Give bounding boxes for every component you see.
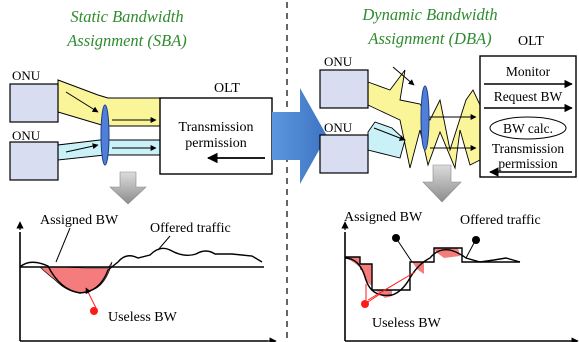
dba-assigned-marker [392,234,400,242]
dba-down-arrow [422,164,462,203]
sba-onu-bottom-label: ONU [12,128,41,143]
dba-splitter [420,85,430,151]
sba-permission-line1: Transmission [179,120,254,135]
dba-onu-bottom-box [319,134,369,174]
dba-cyan-flow [367,121,406,159]
sba-permission-line2: permission [185,136,246,151]
dba-useless-marker [361,300,369,308]
dba-title-line1: Dynamic Bandwidth [361,5,497,24]
dba-assigned-bw-line [345,247,520,291]
transition-arrow [272,88,327,184]
sba-splitter [100,104,110,166]
sba-title-line2: Assignment (SBA) [66,31,187,50]
dba-title-line2: Assignment (DBA) [367,29,491,48]
dba-topology: ONU ONU OLT Monitor Request BW BW calc. … [319,34,577,178]
dba-useless-region-1 [360,264,372,286]
dba-monitor-label: Monitor [506,64,551,79]
sba-useless-marker [90,307,98,315]
dba-calc-label: BW calc. [503,121,553,136]
sba-onu-top-box [9,83,59,123]
dba-onu-bottom-label: ONU [324,120,353,135]
dba-onu-top-label: ONU [324,54,353,69]
dba-assigned-bw-label: Assigned BW [344,210,423,225]
sba-topology: ONU ONU OLT Transmission permission [9,68,273,181]
sba-onu-top-label: ONU [12,68,41,83]
dba-calc-ellipse [489,116,567,140]
sba-yellow-flow [57,79,161,127]
dba-chart: Assigned BW Offered traffic Useless BW [341,210,579,342]
sba-olt-label: OLT [214,81,240,96]
sba-down-arrow [109,171,147,205]
dba-offered-marker [472,236,480,244]
sba-offered-traffic-label: Offered traffic [150,221,231,236]
sba-assigned-bw-label: Assigned BW [40,213,119,228]
dba-request-label: Request BW [494,89,563,104]
sba-title-line1: Static Bandwidth [70,7,183,26]
sba-offered-traffic-line [19,247,263,294]
sba-useless-bw-label: Useless BW [108,310,178,325]
dba-permission-line2: permission [498,156,557,171]
dba-permission-line1: Transmission [492,141,565,156]
dba-offered-traffic-label: Offered traffic [460,213,541,228]
dba-useless-bw-label: Useless BW [372,316,442,331]
sba-chart: Assigned BW Offered traffic Useless BW [16,213,277,342]
dba-olt-label: OLT [518,34,544,49]
dba-onu-top-box [319,69,369,109]
dba-offered-traffic-line [344,248,521,297]
sba-onu-bottom-box [9,141,59,181]
